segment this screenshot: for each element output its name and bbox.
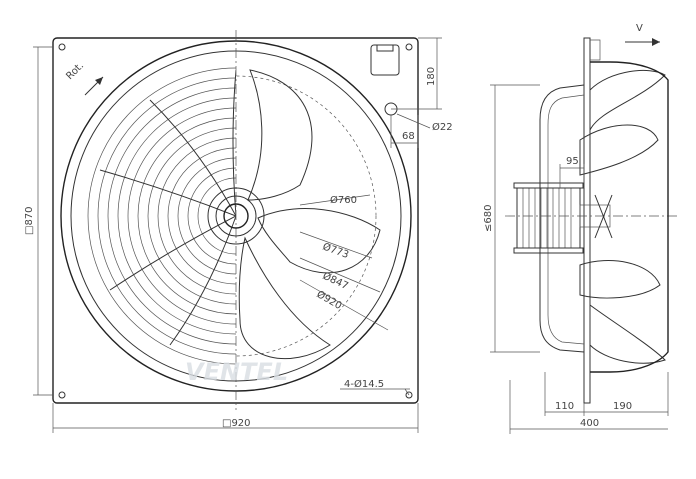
dim-d920: Ø920 (315, 288, 344, 312)
dim-depth: 400 (580, 418, 599, 429)
side-dimensions: ≤680 95 110 190 400 (483, 84, 669, 434)
dim-flange-width: □920 (222, 418, 251, 429)
motor-shaft (579, 204, 611, 228)
airflow-label: V (636, 23, 643, 34)
terminal-box (370, 44, 400, 76)
dim-conduit-dia: Ø22 (432, 121, 453, 133)
dim-motor-offset: 95 (566, 156, 579, 167)
dim-guard-dia: ≤680 (483, 205, 494, 232)
mounting-hole (58, 43, 66, 51)
side-view: V ≤680 95 110 190 400 (483, 23, 680, 434)
hub-outer (207, 187, 265, 245)
dim-box-offset: 180 (426, 67, 437, 86)
terminal-box-lid (376, 44, 394, 52)
dim-flange-height: □870 (24, 206, 35, 235)
dim-mounting-holes: 4-Ø14.5 (344, 378, 384, 390)
mounting-hole (58, 391, 66, 399)
dim-d760: Ø760 (330, 194, 357, 206)
rotation-indicator: Rot. (64, 60, 104, 96)
flange-plate (52, 37, 419, 404)
front-view: Rot. □920 □870 180 68 (24, 30, 453, 433)
impeller-blades (236, 69, 381, 360)
motor-body (516, 187, 581, 249)
side-guard (539, 84, 585, 353)
guard-grille (87, 67, 236, 365)
dim-conduit-offset: 68 (402, 131, 415, 142)
watermark: VENTEL (185, 358, 288, 386)
mounting-hole (405, 43, 413, 51)
dim-d773: Ø773 (321, 241, 350, 262)
side-blade-upper (589, 69, 666, 131)
side-flange-plate (583, 37, 591, 404)
side-venturi (590, 61, 669, 373)
dim-190: 190 (613, 401, 632, 412)
mounting-hole (405, 391, 413, 399)
hub-bore (223, 203, 249, 229)
side-blade-lower (579, 260, 661, 299)
dim-110: 110 (555, 401, 574, 412)
hub-middle (215, 195, 257, 237)
rotation-label: Rot. (64, 60, 86, 82)
